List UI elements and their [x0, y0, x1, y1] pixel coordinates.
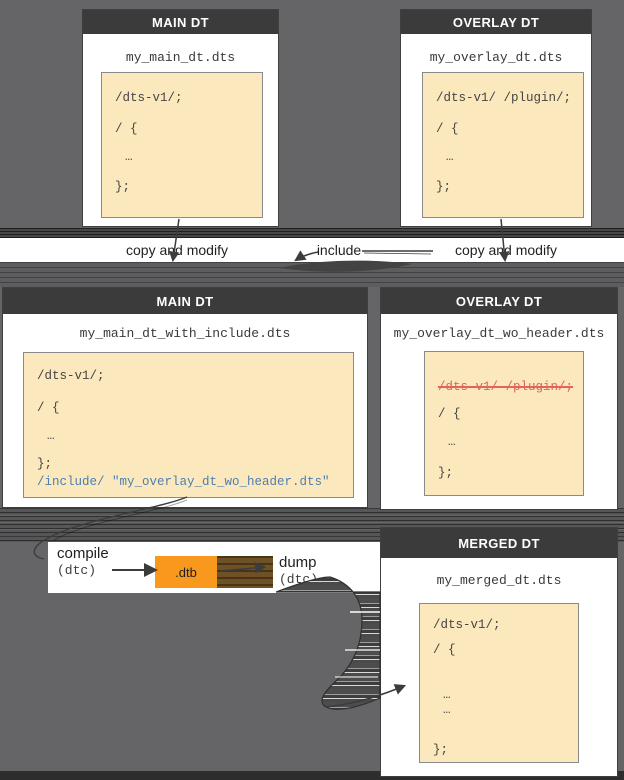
- code-line: /dts-v1/;: [433, 618, 501, 632]
- code-line: / {: [433, 643, 456, 657]
- code-line: …: [125, 150, 133, 164]
- card-header: OVERLAY DT: [381, 288, 617, 314]
- code-line: …: [448, 435, 456, 449]
- code-line: };: [433, 743, 449, 757]
- filename: my_overlay_dt.dts: [429, 50, 563, 65]
- code-line: };: [438, 466, 454, 480]
- code-box: /dts-v1/; / { … }; /include/ "my_overlay…: [23, 352, 354, 498]
- code-line: …: [443, 703, 451, 717]
- code-line: /dts-v1/;: [37, 369, 105, 383]
- glitch-band-middle: [0, 262, 624, 287]
- card-header: MERGED DT: [381, 528, 617, 558]
- code-line: / {: [37, 401, 60, 415]
- code-line: };: [115, 180, 131, 194]
- label-include: include: [316, 242, 362, 258]
- card-header: MAIN DT: [3, 288, 367, 314]
- code-line-include-directive: /include/ "my_overlay_dt_wo_header.dts": [37, 475, 330, 489]
- glitch-band-bottom: [0, 771, 624, 780]
- code-line: };: [436, 180, 452, 194]
- card-overlay-dt-original: OVERLAY DT my_overlay_dt.dts /dts-v1/ /p…: [400, 9, 592, 227]
- arrow-label-band: copy and modify include copy and modify: [0, 238, 624, 262]
- label-dump: dump: [279, 554, 317, 571]
- glitch-band-upper: [0, 228, 624, 238]
- code-line: / {: [438, 407, 461, 421]
- card-overlay-dt-wo-header: OVERLAY DT my_overlay_dt_wo_header.dts /…: [380, 287, 618, 510]
- card-header: OVERLAY DT: [401, 10, 591, 34]
- dtb-box-shadow: [217, 556, 273, 588]
- code-line: / {: [115, 122, 138, 136]
- label-dump-tool: (dtc): [279, 572, 319, 587]
- filename: my_merged_dt.dts: [436, 573, 562, 588]
- card-merged-dt: MERGED DT my_merged_dt.dts /dts-v1/; / {…: [380, 527, 618, 777]
- label-copy-and-modify-left: copy and modify: [126, 242, 228, 258]
- code-line: };: [37, 457, 53, 471]
- label-copy-and-modify-right: copy and modify: [455, 242, 557, 258]
- glitch-swoosh: [275, 576, 381, 710]
- card-header: MAIN DT: [83, 10, 278, 34]
- code-line: …: [47, 429, 55, 443]
- code-box: /dts-v1/ /plugin/; / { … };: [422, 72, 584, 218]
- code-box: /dts-v1/; / { … };: [101, 72, 263, 218]
- filename: my_overlay_dt_wo_header.dts: [393, 326, 605, 341]
- label-compile-tool: (dtc): [57, 563, 97, 578]
- code-line-struck-header: /dts-v1/ /plugin/;: [438, 380, 574, 394]
- code-line: …: [446, 150, 454, 164]
- compile-dump-pipeline: compile (dtc) .dtb dump (dtc): [48, 542, 380, 593]
- filename: my_main_dt.dts: [125, 50, 236, 65]
- code-line: /dts-v1/ /plugin/;: [436, 91, 572, 105]
- label-compile: compile: [57, 545, 109, 562]
- filename: my_main_dt_with_include.dts: [79, 326, 291, 341]
- code-line: /dts-v1/;: [115, 91, 183, 105]
- code-box: /dts-v1/; / { … … };: [419, 603, 579, 763]
- dtb-file-box: .dtb: [155, 556, 217, 588]
- card-main-dt-with-include: MAIN DT my_main_dt_with_include.dts /dts…: [2, 287, 368, 508]
- code-line: …: [443, 688, 451, 702]
- code-line: / {: [436, 122, 459, 136]
- code-box: /dts-v1/ /plugin/; / { … };: [424, 351, 584, 496]
- card-main-dt-original: MAIN DT my_main_dt.dts /dts-v1/; / { … }…: [82, 9, 279, 227]
